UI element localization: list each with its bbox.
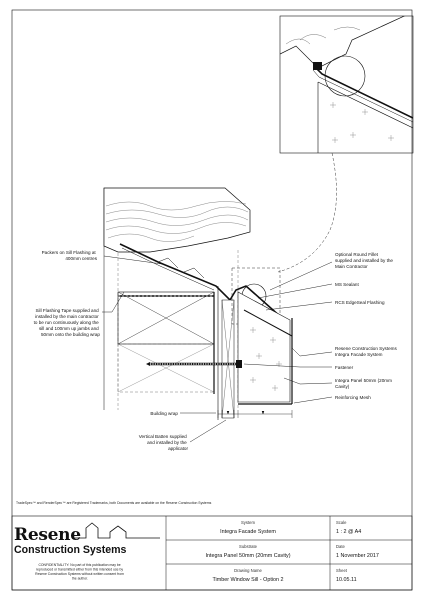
rcs-flashing-leader bbox=[265, 301, 333, 311]
sill-tape-leader bbox=[102, 291, 125, 313]
dimension-line bbox=[217, 410, 293, 418]
timber-sill bbox=[103, 187, 251, 253]
substrate-caption: Substrate bbox=[239, 544, 258, 549]
svg-text:Construction Systems: Construction Systems bbox=[14, 544, 127, 556]
round-fillet-leader bbox=[269, 261, 333, 291]
scale-value: 1 : 2 @ A4 bbox=[336, 529, 361, 535]
substrate-value: Integra Panel 50mm (20mm Cavity) bbox=[205, 553, 290, 559]
integra-panel-leader bbox=[283, 377, 333, 385]
detail-sill-outline bbox=[280, 16, 406, 69]
system-value: Integra Facade System bbox=[220, 529, 276, 535]
rcs-flashing-label: RCS EdgeSeal Flashing bbox=[335, 300, 385, 305]
confidentiality-note: CONFIDENTIALITY: No part of this publica… bbox=[35, 563, 125, 581]
ms-sealant-leader bbox=[257, 283, 333, 299]
date-value: 1 November 2017 bbox=[336, 553, 379, 559]
ms-sealant-label: MS Sealant bbox=[335, 282, 359, 287]
integra-panel-label: Integra Panel 50mm (20mm Cavity) bbox=[335, 378, 393, 389]
facade-system-label: Resene Construction Systems Integra Faca… bbox=[335, 346, 398, 357]
fastener-label: Fastener bbox=[335, 365, 354, 370]
fastener bbox=[146, 360, 242, 368]
fastener-leader bbox=[243, 363, 332, 368]
vertical-batten-label: Vertical Batten supplied and installed b… bbox=[139, 434, 189, 451]
facade-system-leader bbox=[291, 347, 333, 357]
round-fillet-label: Optional Round Fillet supplied and insta… bbox=[335, 252, 394, 269]
reinforcing-mesh-leader bbox=[293, 396, 333, 404]
sheet-caption: Sheet bbox=[336, 568, 348, 573]
drawing-caption: Drawing Name bbox=[234, 568, 262, 573]
resene-logo: Resene Construction Systems bbox=[14, 522, 160, 556]
integra-panel bbox=[237, 291, 293, 405]
sill-section-drawing bbox=[103, 187, 293, 420]
building-wrap-label: Building wrap bbox=[150, 411, 178, 416]
detail-panel bbox=[317, 81, 413, 153]
detail-callout-leader bbox=[277, 152, 337, 273]
sheet-value: 10.05.11 bbox=[336, 577, 357, 583]
house-outline-icon bbox=[74, 522, 160, 539]
detail-flashing bbox=[315, 67, 413, 119]
date-caption: Date bbox=[336, 544, 346, 549]
detail-round-fillet bbox=[324, 55, 366, 97]
sill-tape-label: Sill Flashing Tape supplied and installe… bbox=[34, 308, 101, 337]
reinforcing-mesh-label: Reinforcing Mesh bbox=[335, 395, 371, 400]
enlarged-detail-view bbox=[277, 15, 414, 273]
callouts bbox=[102, 255, 333, 443]
trademark-note: TradeSpec™ and RenderSpec™ are Registere… bbox=[16, 501, 212, 505]
title-block: Resene Construction Systems CONFIDENTIAL… bbox=[11, 515, 413, 591]
svg-text:Resene: Resene bbox=[14, 525, 81, 545]
drawing-value: Timber Window Sill - Option 2 bbox=[212, 577, 283, 583]
system-caption: System bbox=[241, 520, 255, 525]
detail-frame bbox=[279, 15, 414, 154]
scale-caption: Scale bbox=[336, 520, 347, 525]
batten-leader bbox=[189, 419, 227, 443]
packers-label: Packers on Sill Flashing at 400mm centre… bbox=[42, 250, 98, 261]
window-frame-cavity bbox=[117, 291, 215, 394]
packers bbox=[157, 257, 205, 279]
packers-leader bbox=[103, 255, 163, 265]
